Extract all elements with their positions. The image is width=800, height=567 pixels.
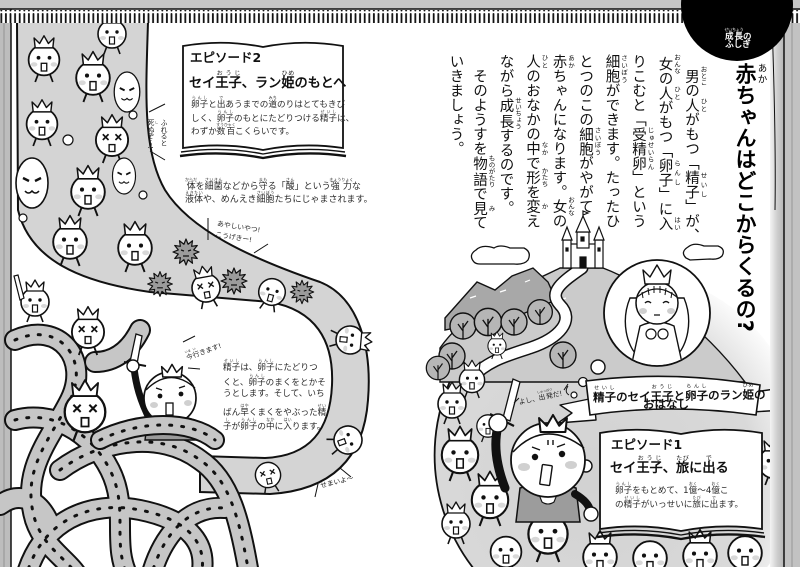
episode1-title: セイ王子おうじ、旅たびに出でる [610,455,729,476]
clouds [470,243,724,265]
episode2-body-line: しく、卵子らんしのもとにたどりつける精子せいしは、 [191,108,355,124]
chapter-badge-line2: ふしぎ [725,40,751,50]
intro-column: 男おとこの人ひとがもつ「精子せいし」が、 [683,65,707,243]
episode1-body-line: 卵子らんしをもとめて、1億おく～4億おくこ [615,481,729,496]
thorn-vine-front [90,415,225,450]
intro-column: 赤あかちゃんになります。女おんなの [550,54,575,228]
chapter-badge-line1: 成長せいちょうの [724,27,752,42]
episode1-body-line: の精子せいしがいっせいに旅たびに出でます。 [615,495,744,510]
episode1-book-frame [596,428,766,541]
arrival-note-line: くと、卵子らんしのまくをとかそ [223,373,326,388]
episode2-book-frame [179,41,347,160]
speech-column: 死しぬぞ～! [146,119,158,149]
road [463,261,589,387]
intro-column: いきましょう。 [447,54,464,156]
banner-title-line2: おはなし [643,397,689,411]
princess-thought-bubble [570,259,711,399]
prince-right [488,378,599,523]
chapter-badge [681,0,793,61]
princess-illustration [624,264,690,365]
arrival-note-line: ばん早はやくまくをやぶった精せい [223,402,327,418]
right-curtain [770,9,800,567]
speech-column: ふれると [159,119,167,147]
intro-column: りこむと「受精卵じゅせいらん」という [630,54,654,228]
episode2-label: エピソード2 [190,50,262,65]
thorn-vines [0,319,259,567]
intro-column: 女おんなの人ひとがもつ「卵子らんし」に入はい [656,54,681,231]
arrival-note-line: うとします。そして、いち [223,389,325,399]
hazard-note-line: 液体えきたいや、めんえき細胞さいぼうたちにじゃまされます。 [185,190,373,205]
intro-text: 男おとこの人ひとがもつ「精子せいし」が、 女おんなの人ひとがもつ「卵子らんし」に… [442,54,708,249]
intro-column: 人ひとのおなかの中なかで形かたちを変かえ [524,54,548,228]
arrival-note-line: 精子せいしは、卵子らんしにたどりつ [223,358,318,373]
episode2-body-line: 卵子らんしと出であうまでの道みちのりはとてもきび [191,95,346,110]
episode2-title: セイ王子おうじ、ラン姫ひめのもとへ [189,70,347,91]
intro-column: そのようすを物語ものがたりで見みて [471,54,495,230]
speech-marks-left [148,103,352,498]
episode1-label: エピソード1 [611,437,683,452]
fainted-sperm-in-vines [13,274,105,441]
arrival-note-line: 子しが卵子らんしの中なかに入はいります。 [223,417,326,432]
curtain-valance [0,0,800,23]
episode2-body-line: わずか数百すうひゃくこくらいです。 [191,122,295,137]
intro-column: ながら成長せいちょうするのです。 [497,54,522,216]
speech-marks-right [513,383,570,404]
intro-column: とつのこの細胞さいぼうがやがて [577,54,601,214]
left-curtain [0,9,12,567]
story-title-banner [557,375,785,424]
page-title: 赤あかちゃんはどこからくるの? [733,63,767,333]
intro-column: 細胞さいぼうができます。たったひ [603,54,628,228]
sperm-crowd-left [14,12,373,496]
castle [561,210,605,269]
touch-warning-speech: ふれると 死しぬぞ～! [146,119,167,159]
hazard-note-line: 体からだを細菌さいきんなどから守まもる「酸さん」という強力きょうりょくな [185,177,361,192]
